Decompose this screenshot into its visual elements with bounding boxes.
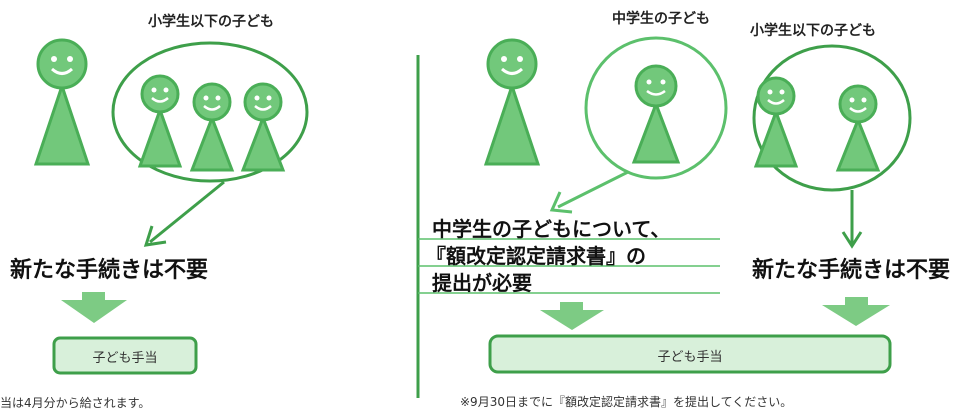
right-footnote: ※9月30日までに『額改定認定請求書』を提出してください。 — [460, 395, 793, 409]
elementary-group-label: 小学生以下の子ども — [750, 23, 876, 39]
left-footnote: 当は4月分から給されます。 — [0, 396, 151, 410]
down-arrow-icon — [540, 302, 604, 330]
no-procedure-text: 新たな手続きは不要 — [10, 258, 209, 283]
middle-school-group-circle — [584, 36, 728, 180]
allowance-box — [52, 336, 198, 375]
child-figure-icon — [189, 82, 235, 172]
pointer-arrow-icon — [143, 180, 225, 247]
child-figure-icon — [240, 82, 286, 172]
child-figure-icon — [753, 76, 799, 168]
elementary-group-circle — [111, 41, 309, 183]
pointer-arrow-icon — [841, 190, 863, 249]
child-figure-icon — [835, 84, 881, 172]
procedure-text-line: 中学生の子どもについて、 — [432, 217, 671, 241]
elementary-group-label: 小学生以下の子ども — [148, 14, 274, 30]
procedure-text-line: 『額改定認定請求書』の — [426, 244, 646, 268]
child-figure-icon — [631, 64, 681, 164]
down-arrow-icon — [61, 292, 127, 323]
down-arrow-icon — [822, 297, 890, 326]
child-figure-icon — [137, 74, 183, 168]
no-procedure-text: 新たな手続きは不要 — [752, 258, 951, 283]
pointer-arrow-icon — [549, 170, 629, 214]
allowance-box-label: 子ども手当 — [657, 350, 723, 365]
adult-figure-icon — [33, 38, 91, 166]
middle-school-group-label: 中学生の子ども — [612, 11, 710, 27]
allowance-box-label: 子ども手当 — [92, 351, 158, 366]
elementary-group-circle — [752, 44, 912, 192]
procedure-text-line: 提出が必要 — [432, 271, 532, 295]
allowance-box — [488, 334, 892, 374]
adult-figure-icon — [483, 38, 541, 166]
